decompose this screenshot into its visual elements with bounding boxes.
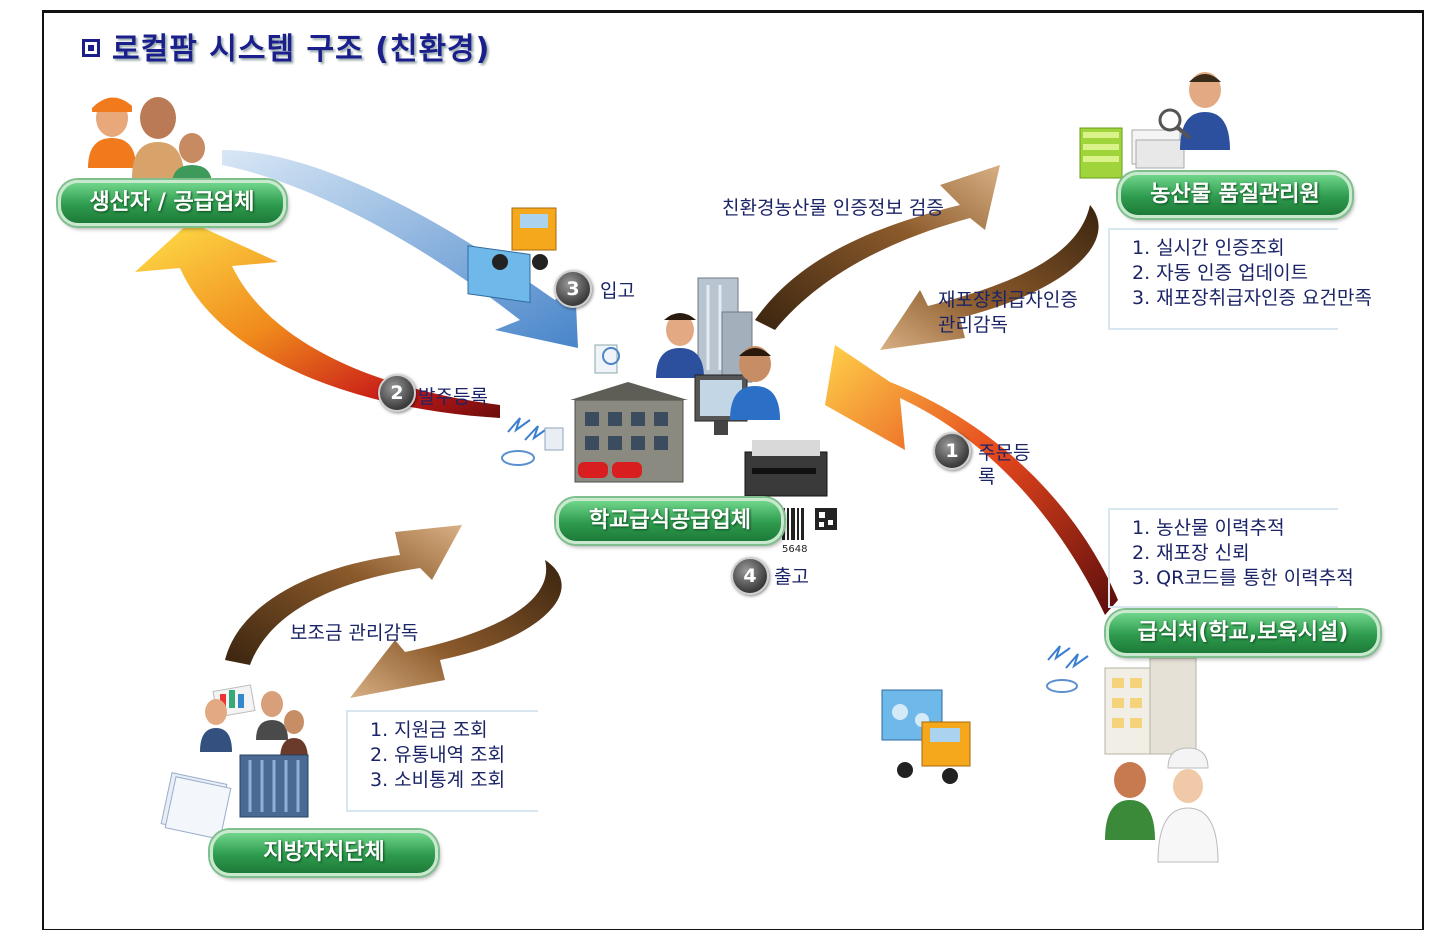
repack-label-line2: 관리감독 [938,314,1008,336]
info-line: 3. 재포장취급자인증 요건만족 [1132,287,1372,309]
subsidy-down-arrow [350,560,562,698]
school-supplier-icon [570,277,780,483]
order-arrow [135,222,500,418]
local-government-node-label: 지방자치단체 [263,840,385,865]
barcode-number: 5648 [782,544,807,555]
diagram-frame [42,10,1424,930]
step-label-1-line2: 록 [978,466,996,488]
verify-label: 친환경농산물 인증정보 검증 [722,197,944,219]
info-line: 2. 유통내역 조회 [370,744,506,766]
truck-icon [467,197,557,304]
local-government-icon [160,684,309,840]
step-badge-1: 1 [933,432,971,470]
wireless-scanner-icon [501,417,564,466]
cafeteria-order-arrow [825,345,1118,615]
printer-icon [744,440,828,497]
school-supplier-node-label: 학교급식공급업체 [589,508,751,533]
quality-agency-info-box: 1. 실시간 인증조회 2. 자동 인증 업데이트 3. 재포장취급자인증 요건… [1108,228,1372,330]
subsidy-up-arrow [225,525,462,665]
barcode-icon: 5648 [782,508,837,555]
step-label-1-line1: 주문등 [978,442,1031,464]
delivery-arrow [222,150,578,348]
cafeteria-node: 급식처(학교,보육시설) [1106,610,1380,656]
local-government-node: 지방자치단체 [210,830,438,876]
verify-arrow [755,165,1000,330]
page-title-text: 로컬팜 시스템 구조 (친환경) [112,32,491,67]
quality-agency-icon [1079,72,1230,179]
step-badge-4: 4 [731,557,769,595]
truck-icon-2 [881,689,971,784]
step-label-3: 입고 [600,280,635,302]
title-square-icon [82,39,100,57]
page-title: 로컬팜 시스템 구조 (친환경) [82,24,490,68]
info-line: 1. 농산물 이력추적 [1132,517,1285,539]
info-line: 3. 소비통계 조회 [370,769,506,791]
info-line: 2. 재포장 신뢰 [1132,542,1250,564]
info-line: 1. 실시간 인증조회 [1132,237,1285,259]
step-badge-2: 2 [378,374,416,412]
step-badge-3: 3 [554,270,592,308]
quality-agency-node: 농산물 품질관리원 [1118,172,1352,218]
school-supplier-node: 학교급식공급업체 [556,498,784,544]
info-line: 2. 자동 인증 업데이트 [1132,262,1309,284]
quality-agency-node-label: 농산물 품질관리원 [1150,182,1320,207]
step-label-2: 발주등록 [418,386,488,408]
producer-people-icon [88,97,212,185]
cafeteria-info-box: 1. 농산물 이력추적 2. 재포장 신뢰 3. QR코드를 통한 이력추적 [1108,508,1354,608]
cafeteria-icon [1046,645,1219,863]
producer-node: 생산자 / 공급업체 [58,180,286,226]
repack-label-line1: 재포장취급자인증 [938,289,1078,311]
step-label-4: 출고 [774,566,809,588]
info-line: 3. QR코드를 통한 이력추적 [1132,567,1354,589]
subsidy-label: 보조금 관리감독 [290,622,419,644]
producer-node-label: 생산자 / 공급업체 [89,190,255,215]
cafeteria-node-label: 급식처(학교,보육시설) [1137,620,1349,645]
info-line: 1. 지원금 조회 [370,719,488,741]
local-government-info-box: 1. 지원금 조회 2. 유통내역 조회 3. 소비통계 조회 [346,710,538,812]
repack-supervision-arrow [880,205,1099,350]
